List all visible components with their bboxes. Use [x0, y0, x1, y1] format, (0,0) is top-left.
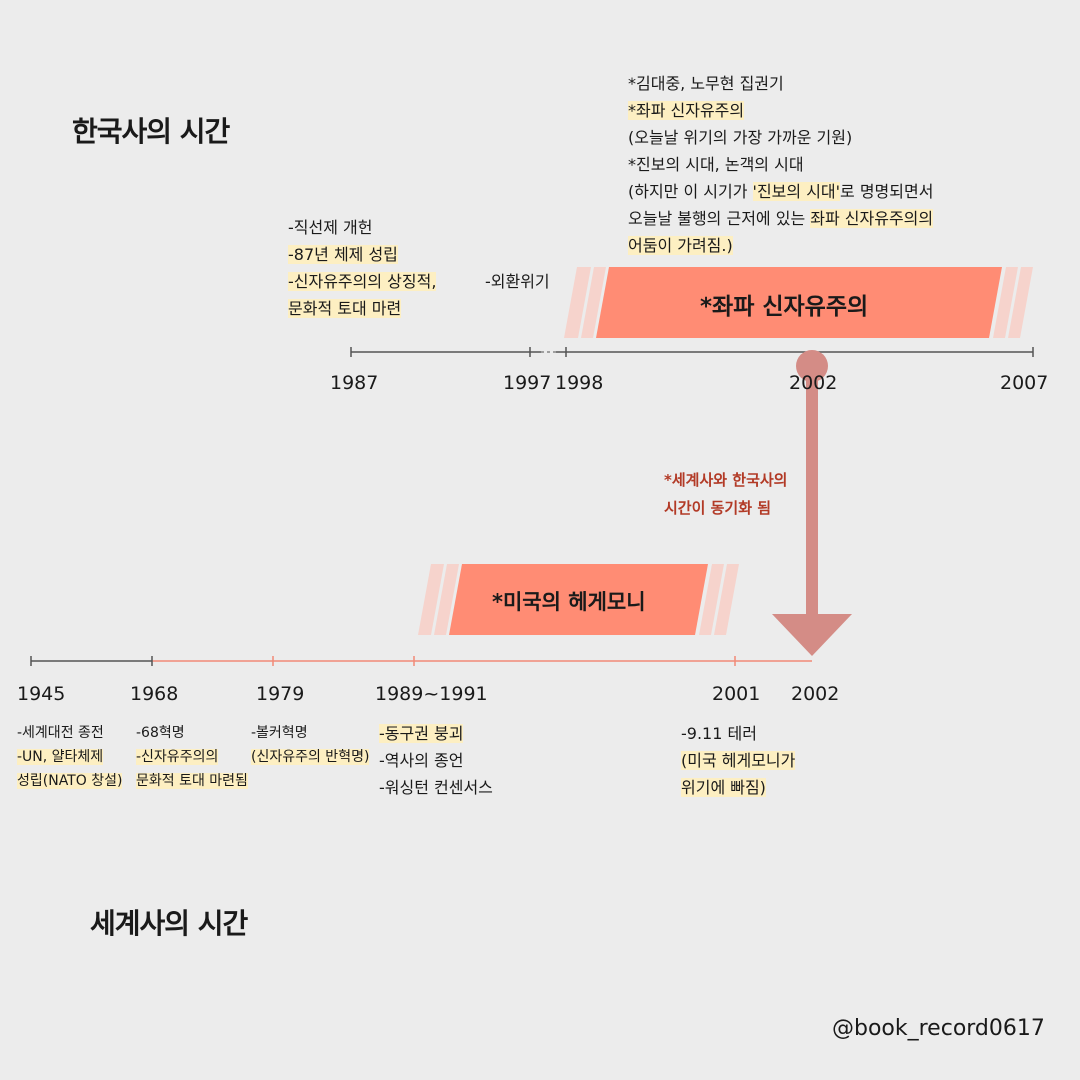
note-line-highlight: -동구권 붕괴 [379, 724, 464, 743]
sync-note: *세계사와 한국사의 시간이 동기화 됨 [664, 466, 787, 522]
sync-note-line: *세계사와 한국사의 [664, 471, 788, 489]
note-line-highlight: 문화적 토대 마련됨 [136, 773, 248, 789]
note-line-highlight: (미국 헤게모니가 [681, 751, 796, 770]
world-band-stripe-left-1 [418, 564, 444, 635]
note-line-highlight: -신자유주의의 [136, 749, 219, 765]
korea-year-1997: 1997 [503, 372, 552, 394]
note-line: *진보의 시대, 논객의 시대 [628, 155, 804, 174]
world-note-2001: -9.11 테러 (미국 헤게모니가 위기에 빠짐) [681, 720, 796, 801]
world-title: 세계사의 시간 [90, 907, 248, 940]
korea-band-stripe-left-2 [581, 267, 606, 338]
note-line: -볼커혁명 [251, 725, 308, 741]
sync-arrow-shaft [806, 366, 818, 616]
world-band-stripe-right-1 [699, 564, 724, 635]
world-band-label: *미국의 헤게모니 [492, 590, 646, 614]
korea-band-stripe-right-1 [993, 267, 1018, 338]
note-segment: 오늘날 불행의 근저에 있는 [628, 209, 811, 228]
note-line-highlight: (신자유주의 반혁명) [251, 749, 370, 765]
world-note-1945: -세계대전 종전 -UN, 얄타체제 성립(NATO 창설) [17, 721, 123, 793]
world-year-1945: 1945 [17, 683, 66, 705]
sync-arrow-head [772, 614, 852, 656]
korea-year-1998: 1998 [555, 372, 604, 394]
note-segment: (하지만 이 시기가 [628, 182, 753, 201]
note-line-highlight: -신자유주의의 상징적, [288, 272, 437, 291]
world-year-2002: 2002 [791, 683, 840, 705]
korea-2002-marker [796, 350, 828, 382]
world-year-1989-1991: 1989~1991 [375, 683, 488, 705]
note-line-highlight: -UN, 얄타체제 [17, 749, 104, 765]
sync-note-line: 시간이 동기화 됨 [664, 499, 772, 517]
korea-year-2007: 2007 [1000, 372, 1049, 394]
note-line: (오늘날 위기의 가장 가까운 기원) [628, 128, 853, 147]
world-note-1979: -볼커혁명 (신자유주의 반혁명) [251, 721, 370, 769]
note-line-highlight: 문화적 토대 마련 [288, 299, 402, 318]
korea-title: 한국사의 시간 [72, 115, 230, 148]
note-line: -워싱턴 컨센서스 [379, 778, 493, 797]
note-line: -역사의 종언 [379, 751, 464, 770]
note-line: -세계대전 종전 [17, 725, 104, 741]
note-line-highlight: -87년 체제 성립 [288, 245, 398, 264]
korea-note-top: *김대중, 노무현 집권기 *좌파 신자유주의 (오늘날 위기의 가장 가까운 … [628, 70, 933, 259]
world-year-1979: 1979 [256, 683, 305, 705]
note-line: *김대중, 노무현 집권기 [628, 74, 784, 93]
note-line: -직선제 개헌 [288, 218, 373, 237]
note-segment-highlight: '진보의 시대' [752, 182, 841, 201]
korea-band-stripe-right-2 [1008, 267, 1033, 338]
korea-note-1997: -외환위기 [485, 272, 550, 291]
author-handle: @book_record0617 [832, 1016, 1045, 1041]
world-year-1968: 1968 [130, 683, 179, 705]
world-band-stripe-left-2 [434, 564, 459, 635]
note-segment-highlight: 좌파 신자유주의의 [810, 209, 934, 228]
note-line: -68혁명 [136, 725, 185, 741]
world-band [449, 564, 708, 635]
korea-band-stripe-left-1 [564, 267, 591, 338]
korea-year-1987: 1987 [330, 372, 379, 394]
korea-band-label: *좌파 신자유주의 [700, 294, 869, 320]
note-line-highlight: 어둠이 가려짐.) [628, 236, 733, 255]
world-band-stripe-right-2 [714, 564, 739, 635]
note-segment: 로 명명되면서 [840, 182, 934, 201]
note-line-highlight: *좌파 신자유주의 [628, 101, 745, 120]
world-note-1989: -동구권 붕괴 -역사의 종언 -워싱턴 컨센서스 [379, 720, 493, 801]
note-line-highlight: 성립(NATO 창설) [17, 773, 123, 789]
korea-year-2002: 2002 [789, 372, 838, 394]
korea-band [596, 267, 1002, 338]
world-year-2001: 2001 [712, 683, 761, 705]
note-line: -9.11 테러 [681, 724, 757, 743]
world-note-1968: -68혁명 -신자유주의의 문화적 토대 마련됨 [136, 721, 248, 793]
korea-note-1987: -직선제 개헌 -87년 체제 성립 -신자유주의의 상징적, 문화적 토대 마… [288, 214, 437, 322]
note-line-highlight: 위기에 빠짐) [681, 778, 766, 797]
